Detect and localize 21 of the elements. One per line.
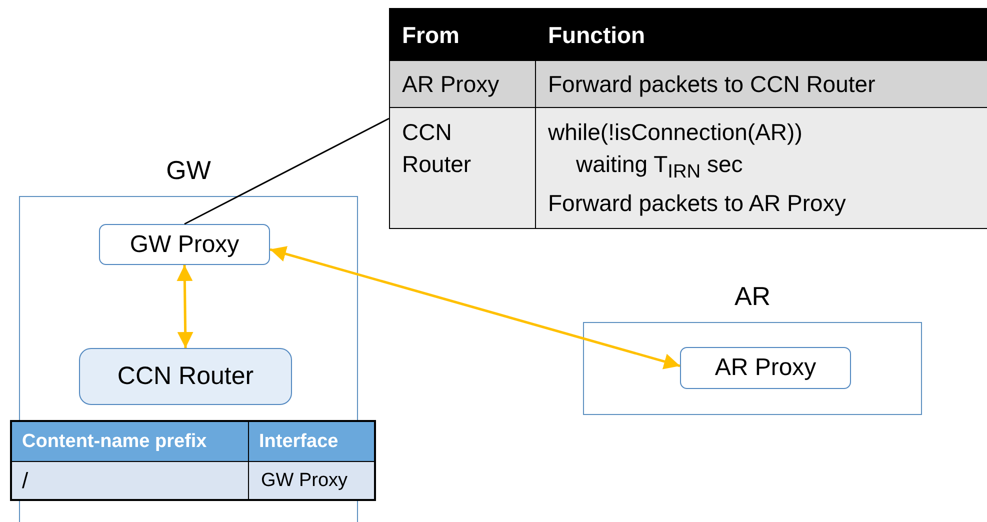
table-header-cell: Interface: [249, 422, 374, 462]
router-box: CCN Router: [79, 348, 292, 405]
table-header-cell: Function: [536, 9, 987, 61]
double-arrow: [270, 246, 680, 370]
table-cell: /: [12, 462, 249, 499]
table-cell: AR Proxy: [390, 61, 536, 108]
table-cell: CCN Router: [390, 108, 536, 228]
table-header-cell: Content-name prefix: [12, 422, 249, 462]
code-line: while(!isConnection(AR)): [548, 118, 804, 147]
proxy-box: AR Proxy: [680, 347, 851, 389]
code-line: Forward packets to AR Proxy: [548, 188, 847, 218]
device-title: AR: [733, 281, 772, 312]
table-cell: GW Proxy: [249, 462, 374, 499]
leader-line: [184, 118, 390, 225]
function-table: [389, 8, 987, 229]
table-header-cell: From: [390, 9, 536, 61]
double-arrow: [176, 264, 194, 348]
device-title: GW: [165, 155, 212, 186]
proxy-box: GW Proxy: [99, 224, 270, 265]
table-cell: Forward packets to CCN Router: [536, 61, 987, 108]
code-line: waiting T$_{IRN}$ sec: [575, 150, 744, 185]
